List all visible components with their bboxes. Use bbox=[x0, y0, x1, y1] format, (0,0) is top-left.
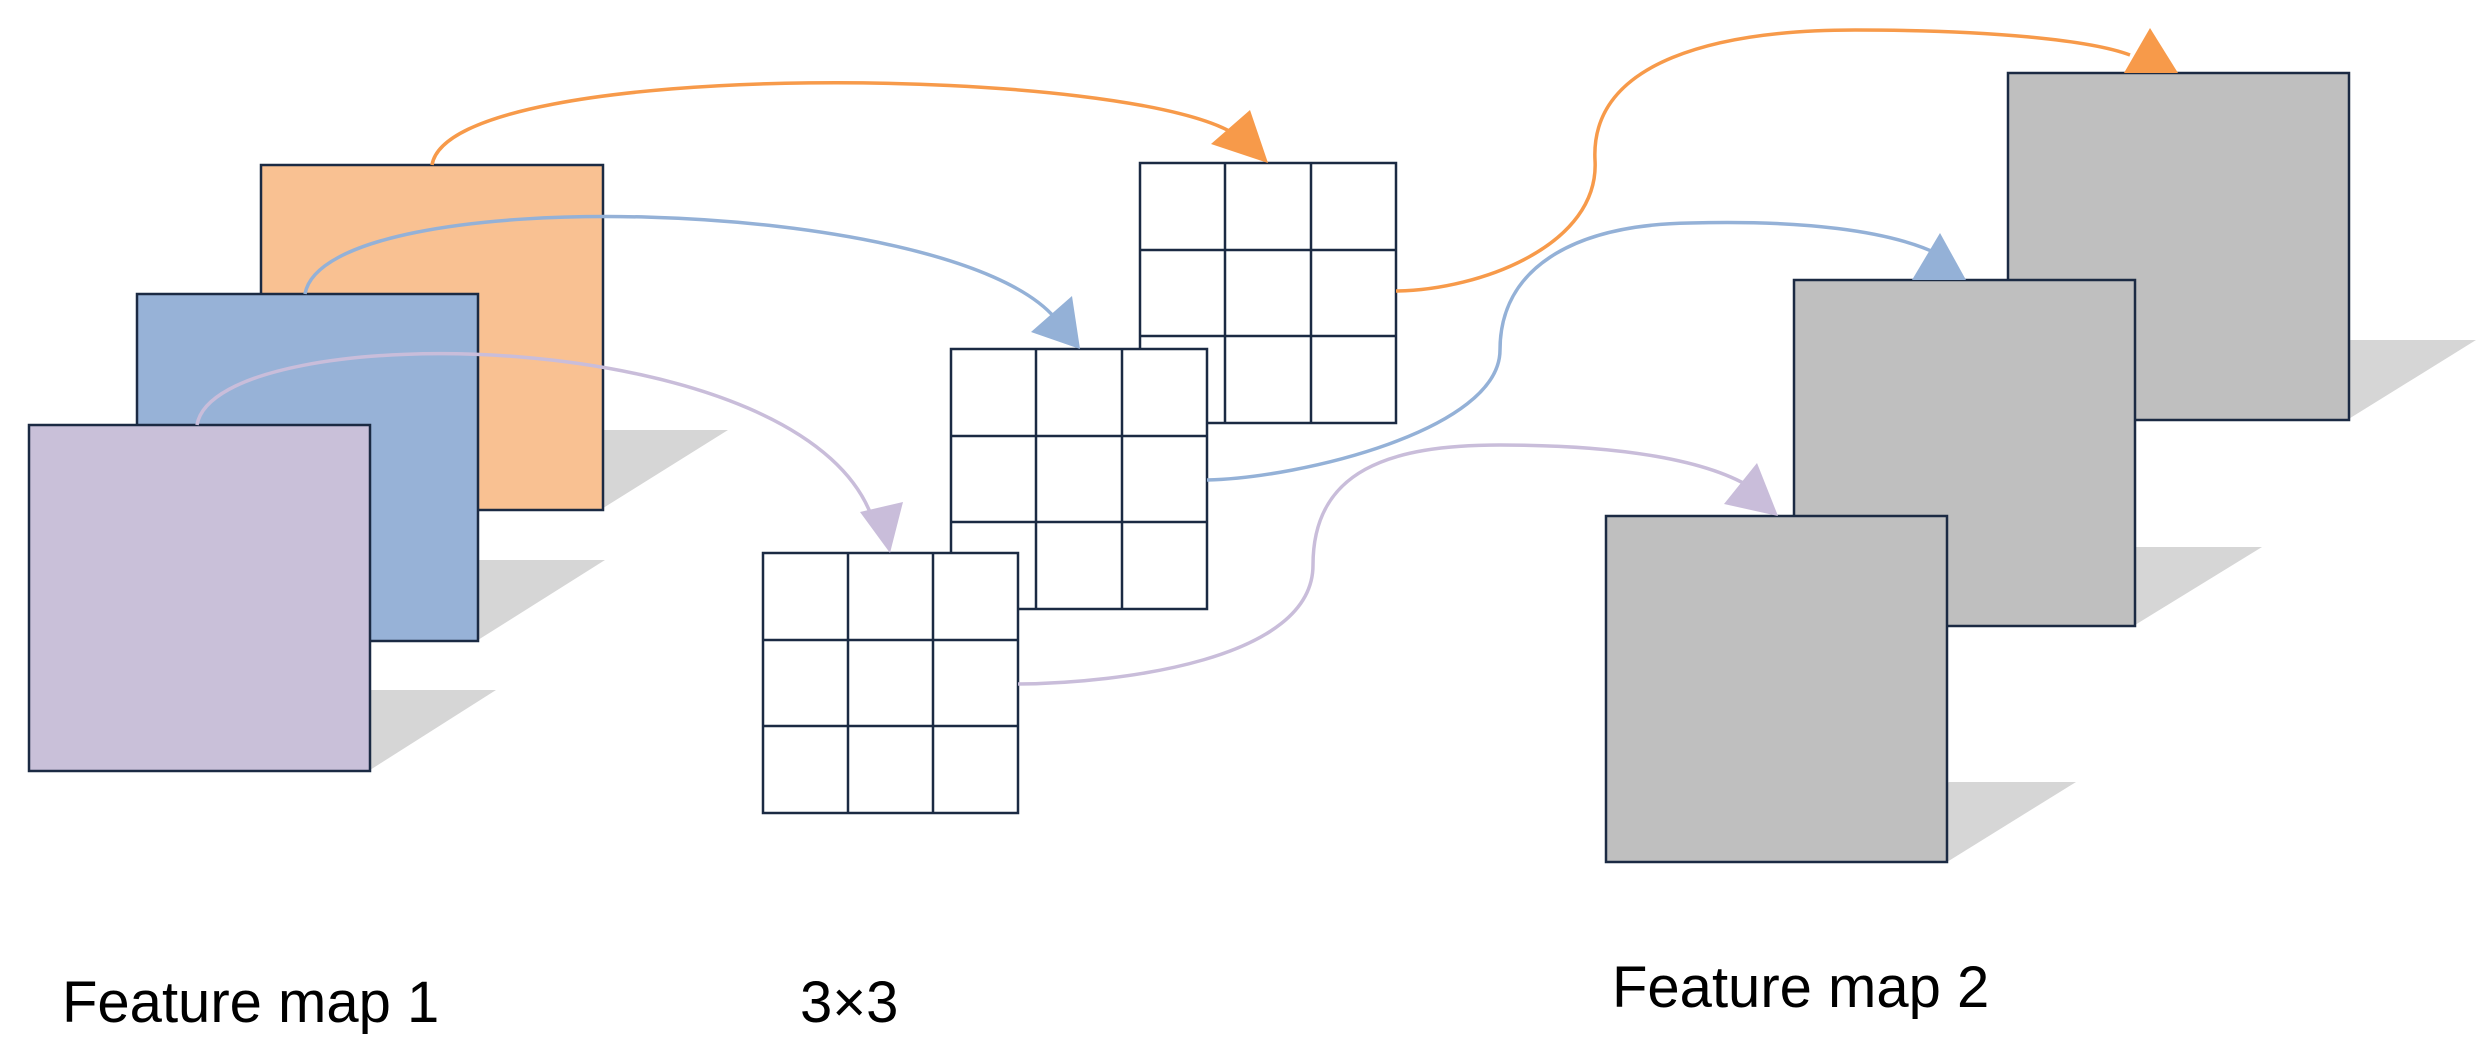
kernel-purple bbox=[761, 551, 1020, 815]
arrowhead-blue-1 bbox=[1031, 296, 1080, 349]
arrowhead-purple-1 bbox=[860, 502, 903, 553]
feature-map-2-stack bbox=[1604, 71, 2476, 864]
kernel-to-output-arrows bbox=[1017, 28, 2131, 686]
arrow-purple-kernel-to-output bbox=[1017, 443, 1756, 686]
input-channel-purple bbox=[27, 423, 372, 773]
arrowhead-orange-1 bbox=[1211, 110, 1268, 163]
feature-map-1-label: Feature map 1 bbox=[62, 970, 439, 1035]
arrow-purple-input-to-kernel bbox=[195, 351, 877, 528]
kernel-purple-grid bbox=[761, 551, 1020, 815]
arrow-blue-kernel-to-output bbox=[1206, 220, 1941, 482]
kernel-size-label: 3×3 bbox=[800, 970, 898, 1035]
arrow-blue-input-to-kernel bbox=[303, 214, 1057, 320]
arrowhead-purple-2 bbox=[1724, 463, 1778, 516]
output-channel-3 bbox=[1604, 514, 1949, 864]
arrow-orange-input-to-kernel bbox=[430, 80, 1242, 166]
feature-map-1-stack bbox=[27, 163, 728, 773]
input-to-kernel-arrowheads bbox=[860, 110, 1268, 553]
arrowhead-orange-2 bbox=[2124, 28, 2178, 73]
arrowhead-blue-2 bbox=[1912, 233, 1966, 280]
arrow-orange-kernel-to-output bbox=[1395, 28, 2131, 293]
kernel-to-output-arrowheads bbox=[1724, 28, 2178, 516]
input-to-kernel-arrows bbox=[195, 80, 1242, 528]
feature-map-2-label: Feature map 2 bbox=[1612, 955, 1989, 1020]
